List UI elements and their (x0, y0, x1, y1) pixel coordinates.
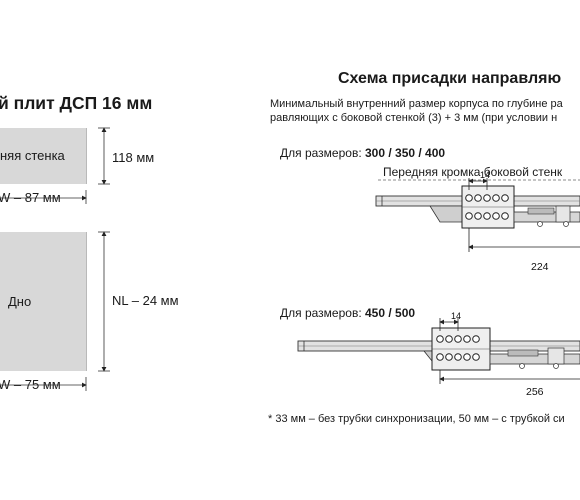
size-group-2-values: 450 / 500 (365, 306, 416, 320)
side-panel-label: няя стенка (0, 148, 65, 163)
side-panel-dimension-lines (0, 127, 110, 204)
size-group-1: Для размеров: 300 / 350 / 400 (280, 146, 445, 160)
front-edge-label: Передняя кромка боковой стенк (383, 165, 563, 179)
panels-title: й плит ДСП 16 мм (0, 93, 153, 113)
drilling-diagram-2: 14 256 (297, 311, 580, 398)
diagram-2-dim-top: 14 (451, 311, 461, 321)
size-group-2-prefix: Для размеров: (280, 306, 365, 320)
bottom-panel-dimension-lines (0, 231, 110, 391)
drilling-scheme-title: Схема присадки направляю (338, 70, 562, 87)
side-panel: няя стенка (0, 128, 87, 184)
bottom-panel-width: W – 75 мм (0, 377, 61, 392)
bottom-panel: Дно (0, 232, 87, 371)
size-group-1-prefix: Для размеров: (280, 146, 365, 160)
drilling-diagram-1: 14 224 (375, 170, 580, 273)
description-line-2: равляющих с боковой стенкой (3) + 3 мм (… (270, 112, 558, 124)
bottom-panel-label: Дно (8, 294, 32, 309)
size-group-2: Для размеров: 450 / 500 (280, 306, 415, 320)
diagram-1-dim-top: 14 (480, 170, 490, 180)
footnote: * 33 мм – без трубки синхронизации, 50 м… (268, 413, 565, 425)
side-panel-height: 118 мм (112, 150, 155, 165)
description-line-1: Минимальный внутренний размер корпуса по… (270, 98, 563, 110)
diagram-2-dim-bottom: 256 (526, 386, 544, 398)
size-group-1-values: 300 / 350 / 400 (365, 146, 446, 160)
diagram-1-dim-bottom: 224 (531, 261, 549, 273)
bottom-panel-height: NL – 24 мм (112, 293, 179, 308)
side-panel-width: W – 87 мм (0, 190, 61, 205)
